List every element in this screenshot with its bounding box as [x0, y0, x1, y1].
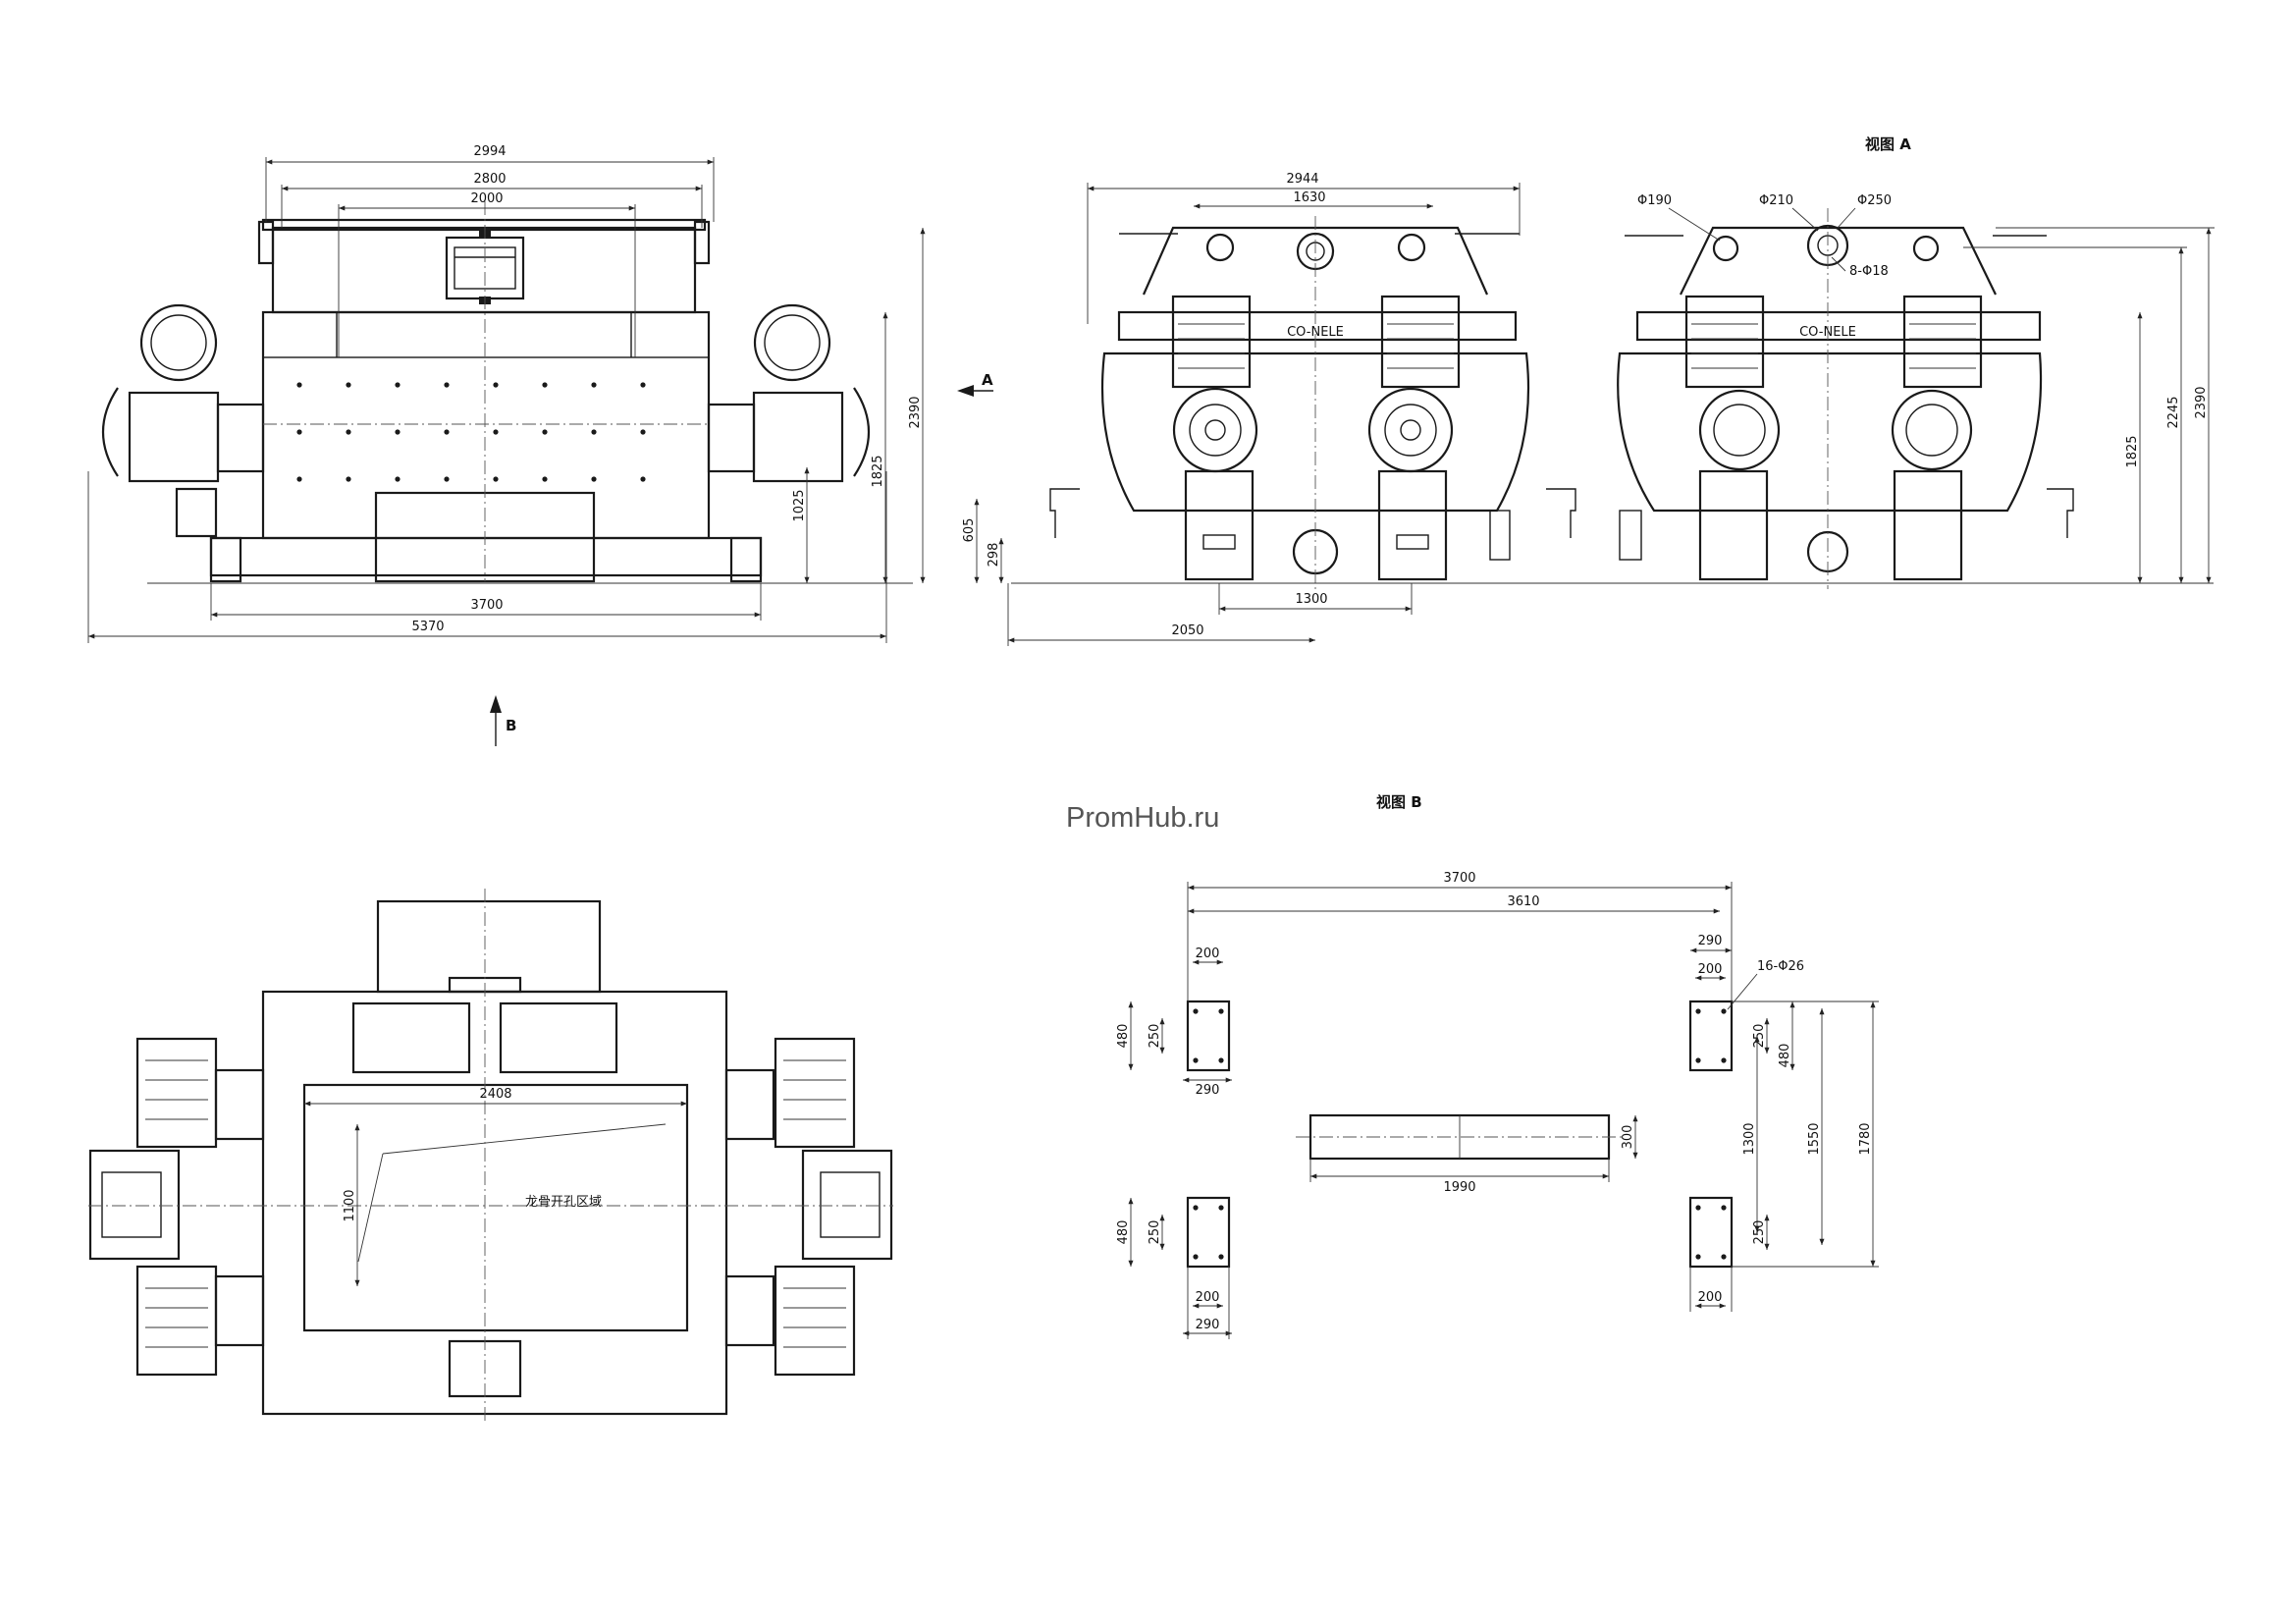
- dim-height-1025: 1025: [792, 489, 807, 521]
- arrow-b-label: B: [506, 717, 516, 734]
- dim-vb-290-l: 290: [1196, 1083, 1220, 1098]
- dim-width-2944: 2944: [1286, 172, 1318, 187]
- dim-vb-480-l: 480: [1116, 1024, 1131, 1049]
- dim-vb-250-br: 250: [1752, 1220, 1767, 1245]
- callout-dia-250: Φ250: [1857, 193, 1892, 208]
- dim-vb-290-bl: 290: [1196, 1318, 1220, 1332]
- view-a: 视图 A CO-NELE Φ190 Φ210 Φ250: [1571, 135, 2215, 589]
- top-view: 龙骨开孔区域 2408 1100: [88, 889, 893, 1424]
- dim-base-5370: 5370: [411, 620, 444, 634]
- dim-vb-300: 300: [1621, 1125, 1635, 1150]
- front-view: 2994 2800 2000 2390 1825 1025 3700 5370: [87, 144, 926, 643]
- callout-holes-16: 16-Φ26: [1757, 959, 1804, 974]
- callout-holes-8: 8-Φ18: [1849, 264, 1889, 279]
- watermark: PromHub.ru: [1066, 802, 1219, 834]
- dim-width-2000: 2000: [470, 191, 503, 206]
- dim-height-605: 605: [962, 518, 977, 543]
- dim-vb-480-r: 480: [1778, 1044, 1792, 1068]
- dim-vb-1990: 1990: [1443, 1180, 1475, 1195]
- dim-vb-250-l: 250: [1148, 1024, 1162, 1049]
- dim-vb-3610: 3610: [1507, 894, 1539, 909]
- foundation-pad-bl: [1186, 1196, 1231, 1269]
- view-arrow-a: A: [957, 371, 993, 397]
- callout-dia-210: Φ210: [1759, 193, 1793, 208]
- dim-va-2390: 2390: [2194, 386, 2209, 418]
- view-a-title: 视图 A: [1865, 135, 1911, 153]
- dim-vb-1550: 1550: [1807, 1122, 1822, 1155]
- dim-vb-250-bl: 250: [1148, 1220, 1162, 1245]
- arrow-a-label: A: [982, 371, 993, 389]
- dim-vb-200-tr: 200: [1698, 962, 1723, 977]
- dim-vb-1780: 1780: [1858, 1122, 1873, 1155]
- dim-vb-3700: 3700: [1443, 871, 1475, 886]
- view-arrow-b: B: [490, 695, 516, 746]
- dim-height-2390: 2390: [908, 396, 923, 428]
- area-note: 龙骨开孔区域: [525, 1195, 602, 1210]
- view-b-title: 视图 B: [1376, 793, 1422, 811]
- dim-vb-200-bl: 200: [1196, 1290, 1220, 1305]
- dim-base-3700: 3700: [470, 598, 503, 613]
- dim-top-2408: 2408: [479, 1087, 511, 1102]
- foundation-pad-br: [1688, 1196, 1734, 1269]
- side-view: CO-NELE 2944 1630 605 298 1300 2050: [962, 172, 1620, 646]
- foundation-pad-tl: [1186, 1000, 1231, 1072]
- foundation-pad-tr: [1688, 1000, 1734, 1072]
- dim-vb-250-r: 250: [1752, 1024, 1767, 1049]
- dim-width-2994: 2994: [473, 144, 506, 159]
- brand-mark-side: CO-NELE: [1287, 325, 1344, 340]
- dim-height-1825: 1825: [871, 455, 885, 487]
- dim-va-2245: 2245: [2166, 396, 2181, 428]
- dim-width-2800: 2800: [473, 172, 506, 187]
- dim-vb-200-br: 200: [1698, 1290, 1723, 1305]
- dim-height-298: 298: [987, 543, 1001, 568]
- callout-dia-190: Φ190: [1637, 193, 1672, 208]
- dim-vb-480-bl: 480: [1116, 1220, 1131, 1245]
- dim-top-1100: 1100: [343, 1189, 357, 1221]
- dim-base-1300: 1300: [1295, 592, 1327, 607]
- view-b: 视图 B 3700 3610 290 200 200: [1116, 793, 1879, 1339]
- bolt-pattern: [296, 382, 646, 482]
- dim-vb-1300: 1300: [1742, 1122, 1757, 1155]
- dim-vb-200-tl: 200: [1196, 947, 1220, 961]
- dim-vb-290-top: 290: [1698, 934, 1723, 948]
- dim-base-2050: 2050: [1171, 623, 1203, 638]
- dim-width-1630: 1630: [1293, 190, 1325, 205]
- dim-va-1825: 1825: [2125, 435, 2140, 467]
